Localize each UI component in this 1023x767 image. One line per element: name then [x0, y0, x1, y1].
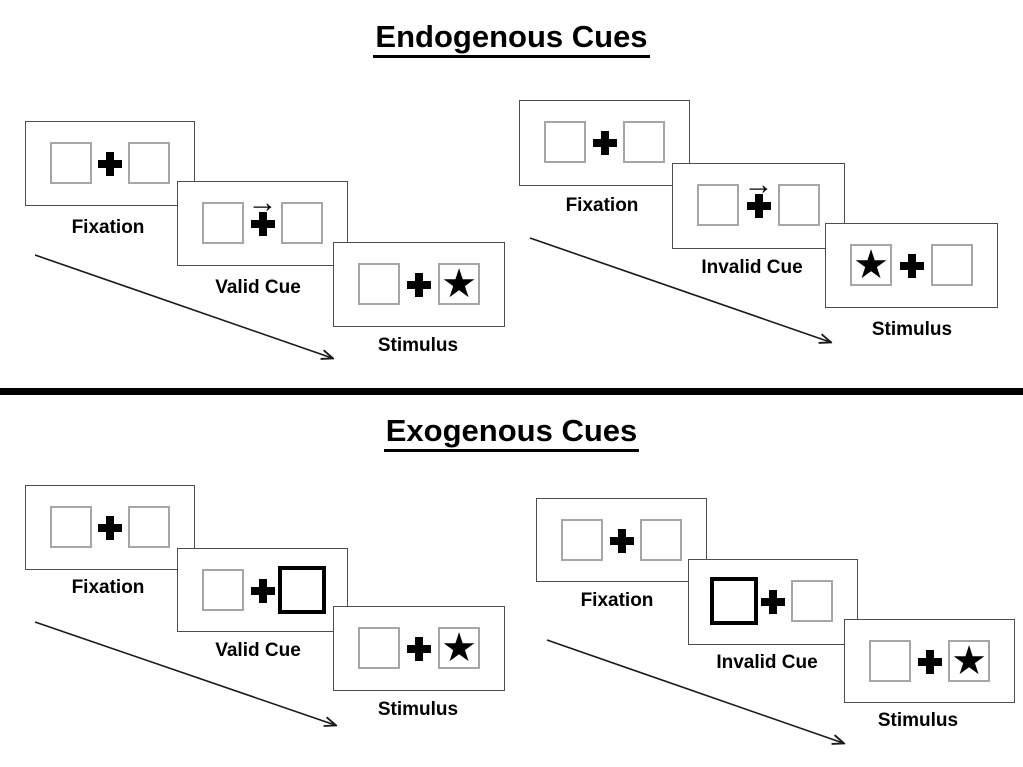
sequence-arrow-endogenous-invalid — [529, 237, 830, 342]
section-divider-line — [0, 388, 1023, 395]
left-box — [50, 506, 92, 548]
right-box-with-star: ★ — [948, 640, 990, 682]
stimulus-card: ★ — [333, 242, 505, 327]
fixation-card — [25, 485, 195, 570]
right-box-highlight-cue — [278, 566, 326, 614]
valid-cue-card — [177, 548, 348, 632]
right-box — [791, 580, 833, 622]
star-icon: ★ — [951, 639, 987, 683]
right-box — [778, 184, 820, 226]
fixation-cross-icon — [917, 650, 942, 674]
fixation-cross-icon — [592, 131, 617, 155]
fixation-cross-icon — [98, 152, 122, 176]
card-label-invalid-cue: Invalid Cue — [701, 257, 803, 278]
section-title-text: Endogenous Cues — [373, 19, 650, 58]
left-box — [50, 142, 92, 184]
stimulus-card: ★ — [333, 606, 505, 691]
left-box — [358, 627, 400, 669]
card-label-stimulus: Stimulus — [377, 335, 459, 356]
section-title-endogenous: Endogenous Cues — [0, 18, 1023, 58]
fixation-cross-icon — [250, 579, 275, 603]
left-box — [697, 184, 739, 226]
right-box — [623, 121, 665, 163]
right-box — [640, 519, 682, 561]
stimulus-card: ★ — [825, 223, 998, 308]
left-box-with-star: ★ — [850, 244, 892, 286]
fixation-card — [25, 121, 195, 206]
left-box — [358, 263, 400, 305]
left-box — [202, 569, 244, 611]
left-box — [202, 202, 244, 244]
invalid-cue-card — [688, 559, 858, 645]
card-label-fixation: Fixation — [580, 590, 654, 611]
fixation-card — [536, 498, 707, 582]
valid-cue-card: → — [177, 181, 348, 266]
star-icon: ★ — [441, 262, 477, 306]
stimulus-card: ★ — [844, 619, 1015, 703]
right-box — [281, 202, 323, 244]
card-label-stimulus: Stimulus — [877, 710, 959, 731]
sequence-arrow-exogenous-valid — [34, 621, 335, 725]
card-label-valid-cue: Valid Cue — [215, 277, 301, 298]
fixation-cross-icon — [761, 590, 785, 614]
right-box — [931, 244, 973, 286]
card-label-invalid-cue: Invalid Cue — [716, 652, 818, 673]
left-box-highlight-cue — [710, 577, 758, 625]
sequence-arrow-endogenous-valid — [34, 254, 332, 358]
card-label-fixation: Fixation — [71, 217, 145, 238]
section-title-text: Exogenous Cues — [383, 413, 640, 452]
fixation-cross-icon — [407, 273, 431, 297]
star-icon: ★ — [441, 626, 477, 670]
fixation-cross-icon — [250, 212, 275, 236]
card-label-valid-cue: Valid Cue — [215, 640, 301, 661]
star-icon: ★ — [853, 243, 889, 287]
right-box-with-star: ★ — [438, 627, 480, 669]
section-title-exogenous: Exogenous Cues — [0, 412, 1023, 452]
fixation-cross-icon — [98, 516, 122, 540]
card-label-stimulus: Stimulus — [871, 319, 953, 340]
fixation-cross-icon — [746, 194, 771, 218]
right-box — [128, 506, 170, 548]
left-box — [869, 640, 911, 682]
fixation-cross-icon — [609, 529, 634, 553]
card-label-fixation: Fixation — [565, 195, 639, 216]
card-label-stimulus: Stimulus — [377, 699, 459, 720]
card-label-fixation: Fixation — [71, 577, 145, 598]
right-box-with-star: ★ — [438, 263, 480, 305]
fixation-cross-icon — [899, 254, 924, 278]
invalid-cue-card: → — [672, 163, 845, 249]
left-box — [561, 519, 603, 561]
fixation-card — [519, 100, 690, 186]
fixation-cross-icon — [407, 637, 431, 661]
left-box — [544, 121, 586, 163]
right-box — [128, 142, 170, 184]
